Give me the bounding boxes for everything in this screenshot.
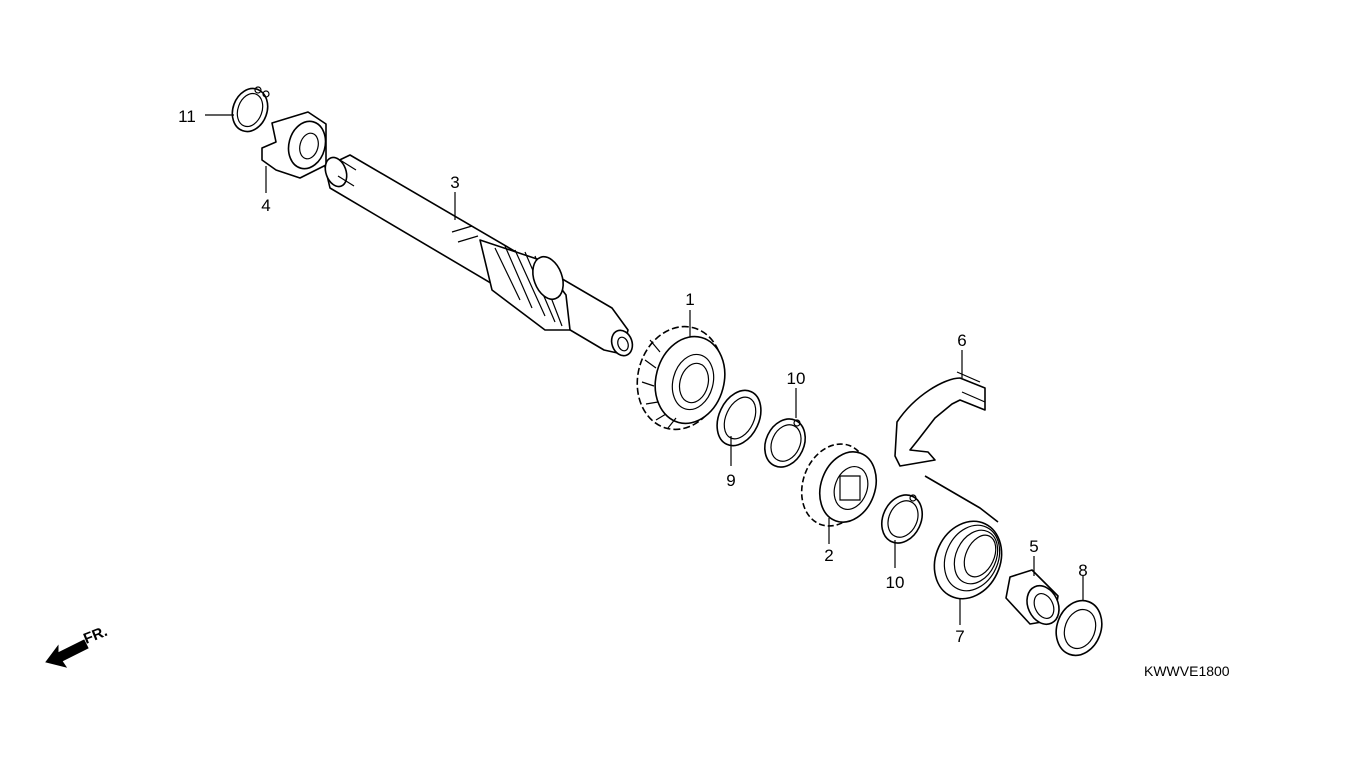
- circlip-lower: [880, 494, 924, 544]
- kick-arm-boss: [261, 111, 327, 179]
- circlip-small: [231, 86, 270, 133]
- callout-2: 2: [824, 546, 833, 565]
- ratchet-guide-clip: [894, 371, 986, 467]
- front-arrow-icon: [45, 639, 89, 668]
- spring-collar: [1005, 569, 1060, 626]
- end-washer: [1055, 599, 1103, 657]
- leader-lines: [205, 114, 1084, 625]
- diagram-code: KWWVE1800: [1144, 663, 1230, 679]
- thrust-washer: [716, 389, 762, 447]
- callout-10-upper: 10: [787, 369, 806, 388]
- spindle-shaft: [324, 154, 634, 357]
- callout-9: 9: [726, 471, 735, 490]
- front-indicator: FR.: [45, 623, 110, 668]
- callout-4: 4: [261, 196, 270, 215]
- callout-10-lower: 10: [886, 573, 905, 592]
- drive-gear: [636, 325, 726, 431]
- circlip-upper: [763, 418, 807, 468]
- callout-6: 6: [957, 331, 966, 350]
- front-label: FR.: [81, 623, 110, 648]
- ratchet-gear: [800, 443, 878, 527]
- callout-11: 11: [178, 107, 196, 126]
- callout-7: 7: [955, 627, 964, 646]
- callout-1: 1: [685, 290, 694, 309]
- callout-5: 5: [1029, 537, 1038, 556]
- callout-3: 3: [450, 173, 459, 192]
- callout-8: 8: [1078, 561, 1087, 580]
- return-spring: [924, 475, 1003, 600]
